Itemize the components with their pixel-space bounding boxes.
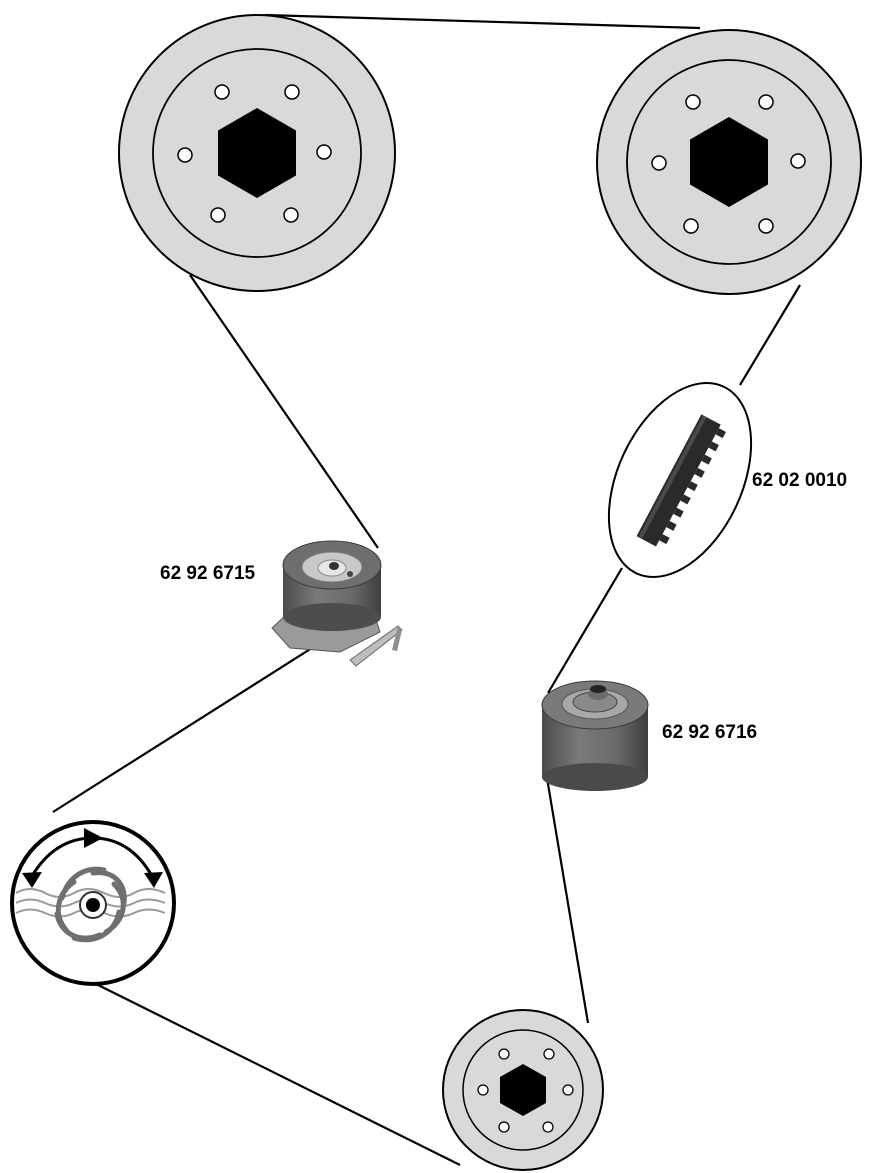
tensioner-part-number: 62 92 6715 xyxy=(160,563,256,584)
crankshaft-pulley xyxy=(442,1009,604,1171)
toothed-belt-icon xyxy=(636,414,726,547)
camshaft-pulley-left xyxy=(118,14,396,292)
bolt-holes xyxy=(477,1048,574,1133)
tensioner-roller xyxy=(271,540,403,667)
idler-roller xyxy=(541,680,649,791)
timing-belt-part-number: 62 02 0010 xyxy=(752,470,848,491)
idler-part-number: 62 92 6716 xyxy=(662,722,758,743)
hexagon-hub-icon xyxy=(690,117,768,207)
belt-detail-callout xyxy=(607,382,753,578)
water-pump-pulley xyxy=(10,820,176,986)
hexagon-hub-icon xyxy=(500,1064,546,1116)
camshaft-pulley-right xyxy=(596,29,862,295)
bolt-holes xyxy=(651,94,806,234)
bolt-holes xyxy=(177,84,332,223)
hexagon-hub-icon xyxy=(218,108,296,198)
impeller-icon xyxy=(54,866,127,943)
